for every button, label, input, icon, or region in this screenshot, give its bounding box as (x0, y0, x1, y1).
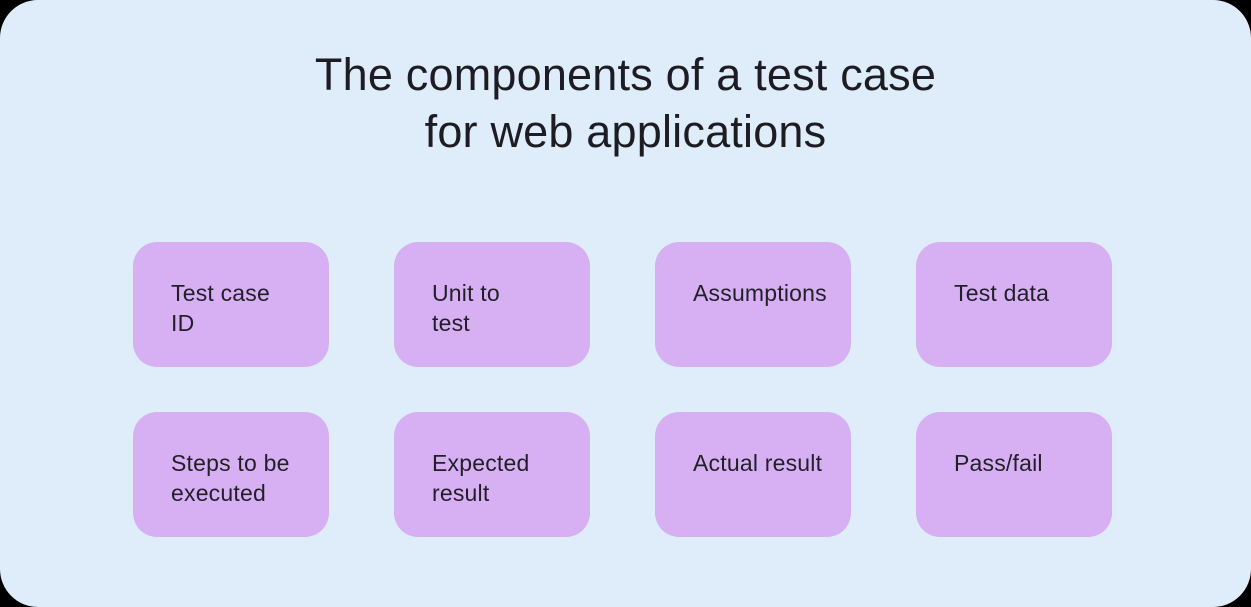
page-title: The components of a test case for web ap… (0, 46, 1251, 160)
box-test-case-id: Test case ID (133, 242, 329, 367)
page-title-line-1: The components of a test case (314, 49, 937, 100)
page-title-line-2: for web applications (424, 106, 827, 157)
box-steps-to-be-executed: Steps to be executed (133, 412, 329, 537)
box-test-data: Test data (916, 242, 1112, 367)
box-pass-fail: Pass/fail (916, 412, 1112, 537)
box-unit-to-test: Unit to test (394, 242, 590, 367)
box-expected-result: Expected result (394, 412, 590, 537)
box-actual-result: Actual result (655, 412, 851, 537)
components-grid: Test case ID Unit to test Assumptions Te… (133, 242, 1112, 537)
box-assumptions: Assumptions (655, 242, 851, 367)
